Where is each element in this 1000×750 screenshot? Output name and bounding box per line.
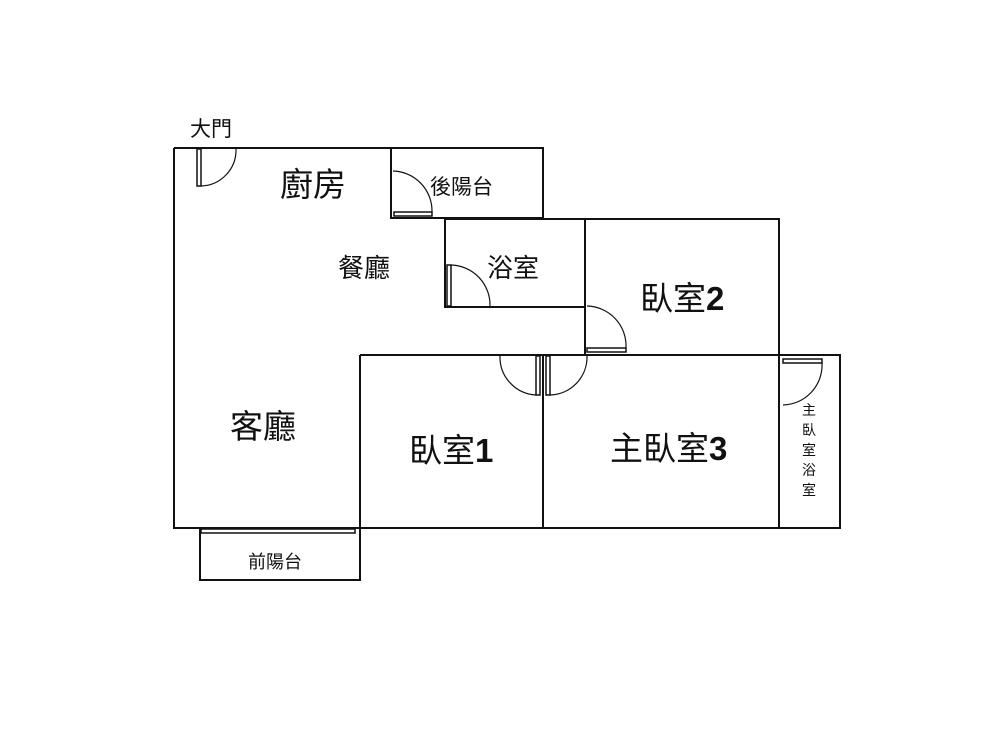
bedroom2-number: 2 bbox=[706, 280, 725, 317]
master-bath-char: 室 bbox=[802, 483, 816, 499]
wall-bedroom2 bbox=[584, 218, 780, 355]
master-bath-char: 主 bbox=[802, 403, 816, 419]
living-room-label: 客廳 bbox=[230, 407, 296, 446]
door-master-bath bbox=[782, 358, 823, 406]
bedroom1-label: 臥室1 bbox=[409, 424, 493, 472]
bedroom1-number: 1 bbox=[475, 432, 494, 469]
wall-front-balcony bbox=[199, 528, 361, 581]
wall-bedroom1 bbox=[359, 354, 780, 528]
door-master-bedroom bbox=[545, 355, 588, 396]
bedroom1-name: 臥室 bbox=[409, 431, 475, 470]
dining-label: 餐廳 bbox=[338, 254, 391, 284]
kitchen-label: 廚房 bbox=[280, 165, 346, 204]
master-bath-char: 室 bbox=[802, 443, 816, 459]
door-bathroom bbox=[446, 264, 491, 307]
bedroom2-name: 臥室 bbox=[640, 279, 706, 318]
back-balcony-label: 後陽台 bbox=[430, 175, 493, 199]
door-main-entrance bbox=[196, 148, 237, 187]
door-bedroom1 bbox=[499, 355, 541, 396]
master-bedroom-name: 主臥室 bbox=[610, 429, 709, 468]
wall-bathroom bbox=[444, 218, 585, 308]
bathroom-label: 浴室 bbox=[487, 254, 540, 284]
master-bath-char: 臥 bbox=[802, 423, 816, 439]
sliding-door-front-balcony bbox=[200, 528, 356, 534]
bedroom2-label: 臥室2 bbox=[640, 272, 724, 320]
master-bedroom-number: 3 bbox=[709, 430, 728, 467]
door-back-balcony bbox=[392, 170, 433, 217]
master-bedroom-label: 主臥室3 bbox=[610, 422, 727, 470]
master-bath-char: 浴 bbox=[802, 463, 816, 479]
entrance-label: 大門 bbox=[190, 117, 232, 141]
master-bath-label: 主 臥 室 浴 室 bbox=[801, 401, 817, 501]
front-balcony-label: 前陽台 bbox=[248, 552, 302, 573]
door-bedroom2 bbox=[586, 305, 627, 353]
wall-main-outline bbox=[173, 147, 841, 529]
